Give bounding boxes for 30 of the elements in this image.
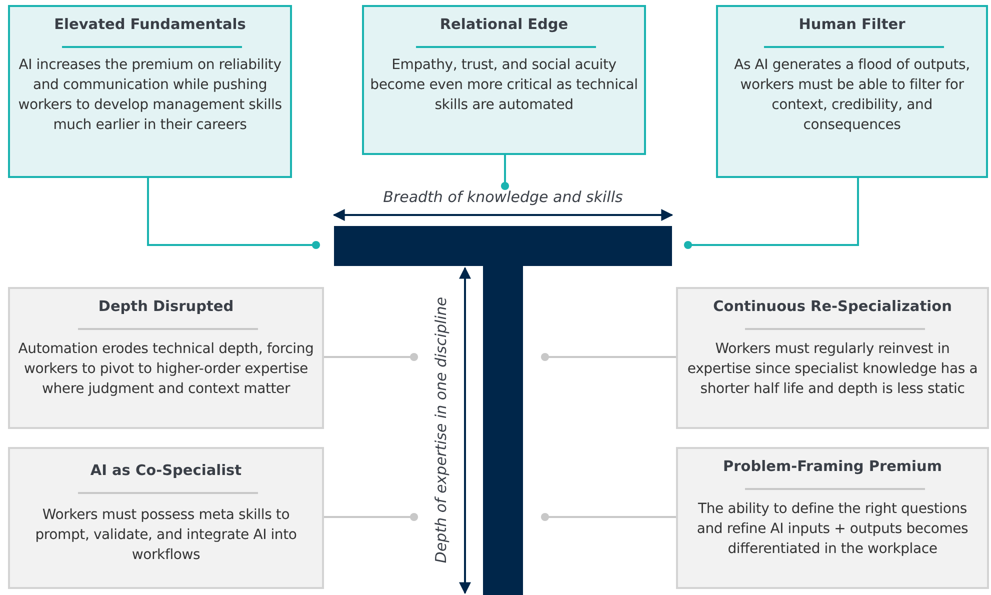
box-heading: Elevated Fundamentals xyxy=(54,17,246,33)
box-description: Empathy, trust, and social acuity become even more critical as technical skills are automated xyxy=(370,56,638,115)
box-description: Automation erodes technical depth, forcing workers to pivot to higher-order expertise where judgment and context matter xyxy=(17,340,315,399)
box-description: Workers must regularly reinvest in expertise since specialist knowledge has a shorter half life and depth is less static xyxy=(686,340,979,399)
info-box xyxy=(676,287,989,429)
box-heading: Relational Edge xyxy=(440,17,568,33)
leader-line xyxy=(324,352,418,362)
box-description: As AI generates a flood of outputs, workers must be able to filter for context, credibility, and consequences xyxy=(733,56,971,135)
leader-line xyxy=(500,155,510,190)
callout-box xyxy=(716,5,988,178)
info-box xyxy=(8,287,324,429)
leader-line xyxy=(324,512,418,522)
box-heading: Problem-Framing Premium xyxy=(723,459,942,475)
leader-line xyxy=(147,178,320,250)
info-box xyxy=(676,447,989,589)
leader-line xyxy=(540,352,676,362)
box-description: AI increases the premium on reliability and communication while pushing workers to develop management skills much earlier in their careers xyxy=(17,56,283,135)
leader-line xyxy=(684,178,859,250)
callout-box xyxy=(8,5,292,178)
box-description: Workers must possess meta skills to prompt, validate, and integrate AI into workflows xyxy=(34,506,298,565)
box-description: The ability to define the right questions and refine AI inputs + outputs becomes differentiated in the workplace xyxy=(696,500,970,559)
box-heading: AI as Co-Specialist xyxy=(90,463,242,479)
callout-box xyxy=(362,5,646,155)
axis-label: Depth of expertise in one discipline xyxy=(432,296,450,564)
leader-line xyxy=(540,512,676,522)
axis-label: Breadth of knowledge and skills xyxy=(363,186,643,208)
box-heading: Continuous Re-Specialization xyxy=(713,299,952,315)
box-heading: Depth Disrupted xyxy=(98,299,234,315)
info-box xyxy=(8,447,324,589)
box-heading: Human Filter xyxy=(798,17,906,33)
